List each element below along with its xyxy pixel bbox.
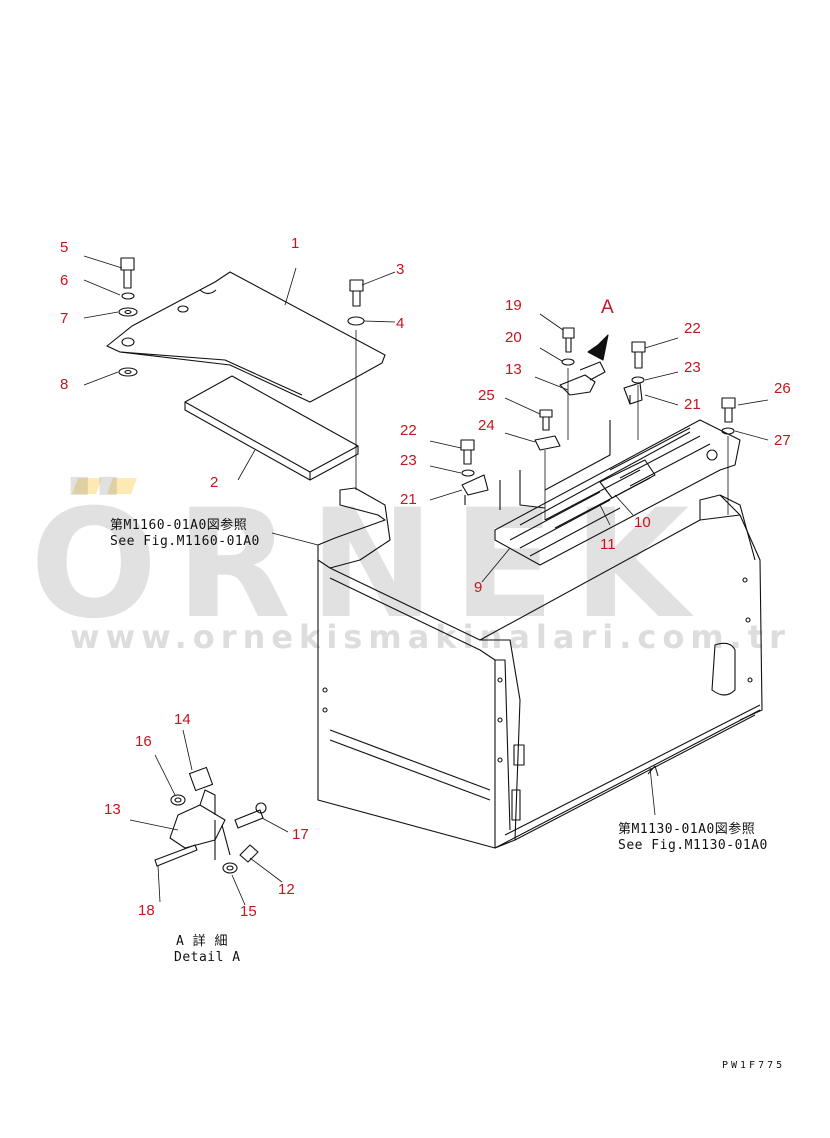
reference-upper-jp: 第M1160-01A0図参照 <box>110 518 248 533</box>
callout-16: 16 <box>135 733 152 750</box>
washer-7 <box>118 307 138 317</box>
latch-13 <box>559 361 606 396</box>
callout-9: 9 <box>474 579 483 596</box>
callout-12: 12 <box>278 881 295 898</box>
view-arrow-a <box>587 334 609 361</box>
callout-23-mid: 23 <box>400 452 417 469</box>
callout-1: 1 <box>291 235 300 252</box>
bolt-3 <box>349 279 364 307</box>
bolt-25 <box>539 409 553 431</box>
callout-13-detail: 13 <box>104 801 121 818</box>
main-frame <box>317 487 763 849</box>
callout-17: 17 <box>292 826 309 843</box>
washer-4 <box>347 316 365 326</box>
washer-23-top <box>631 376 645 384</box>
washer-23-mid <box>461 469 475 477</box>
drawing-code: PW1F775 <box>722 1060 786 1071</box>
callout-13-upper: 13 <box>505 361 522 378</box>
step-plate-9 <box>464 419 741 566</box>
callout-22-top: 22 <box>684 320 701 337</box>
view-label-a: A <box>601 297 614 318</box>
callout-8: 8 <box>60 376 69 393</box>
detail-leader-lines <box>129 729 289 906</box>
reference-upper-en: See Fig.M1160-01A0 <box>110 534 260 549</box>
washer-20 <box>561 358 575 366</box>
callout-15: 15 <box>240 903 257 920</box>
callout-22-mid: 22 <box>400 422 417 439</box>
detail-label-en: Detail A <box>174 950 241 965</box>
callout-19: 19 <box>505 297 522 314</box>
bracket-21-mid <box>461 474 489 496</box>
callout-23-top: 23 <box>684 359 701 376</box>
leader-lines <box>83 255 769 816</box>
callout-21-top: 21 <box>684 396 701 413</box>
callout-11: 11 <box>600 536 616 553</box>
bolt-22-mid <box>460 439 475 465</box>
washer-8 <box>118 367 138 377</box>
plate-24 <box>534 435 561 451</box>
detail-label-jp: A 詳 細 <box>176 934 228 949</box>
washer-6 <box>121 292 135 300</box>
callout-25: 25 <box>478 387 495 404</box>
callout-7: 7 <box>60 310 69 327</box>
callout-3: 3 <box>396 261 405 278</box>
callout-26: 26 <box>774 380 791 397</box>
callout-24: 24 <box>478 417 495 434</box>
callout-6: 6 <box>60 272 69 289</box>
bolt-26 <box>721 397 736 423</box>
pad-2 <box>184 375 359 481</box>
detail-a-drawing <box>154 766 267 874</box>
bolt-19 <box>562 327 575 353</box>
bolt-22-top <box>631 341 646 369</box>
washer-27 <box>721 427 735 435</box>
callout-27: 27 <box>774 432 791 449</box>
callout-14: 14 <box>174 711 191 728</box>
bracket-21-top <box>623 382 643 405</box>
callout-21-mid: 21 <box>400 491 417 508</box>
callout-4: 4 <box>396 315 405 332</box>
callout-5: 5 <box>60 239 69 256</box>
callout-2: 2 <box>210 474 219 491</box>
callout-20: 20 <box>505 329 522 346</box>
cover-plate-1 <box>106 271 386 403</box>
reference-lower-en: See Fig.M1130-01A0 <box>618 838 768 853</box>
reference-lower-jp: 第M1130-01A0図参照 <box>618 822 756 837</box>
callout-18: 18 <box>138 902 155 919</box>
bolt-5 <box>120 257 135 289</box>
callout-10: 10 <box>634 514 651 531</box>
